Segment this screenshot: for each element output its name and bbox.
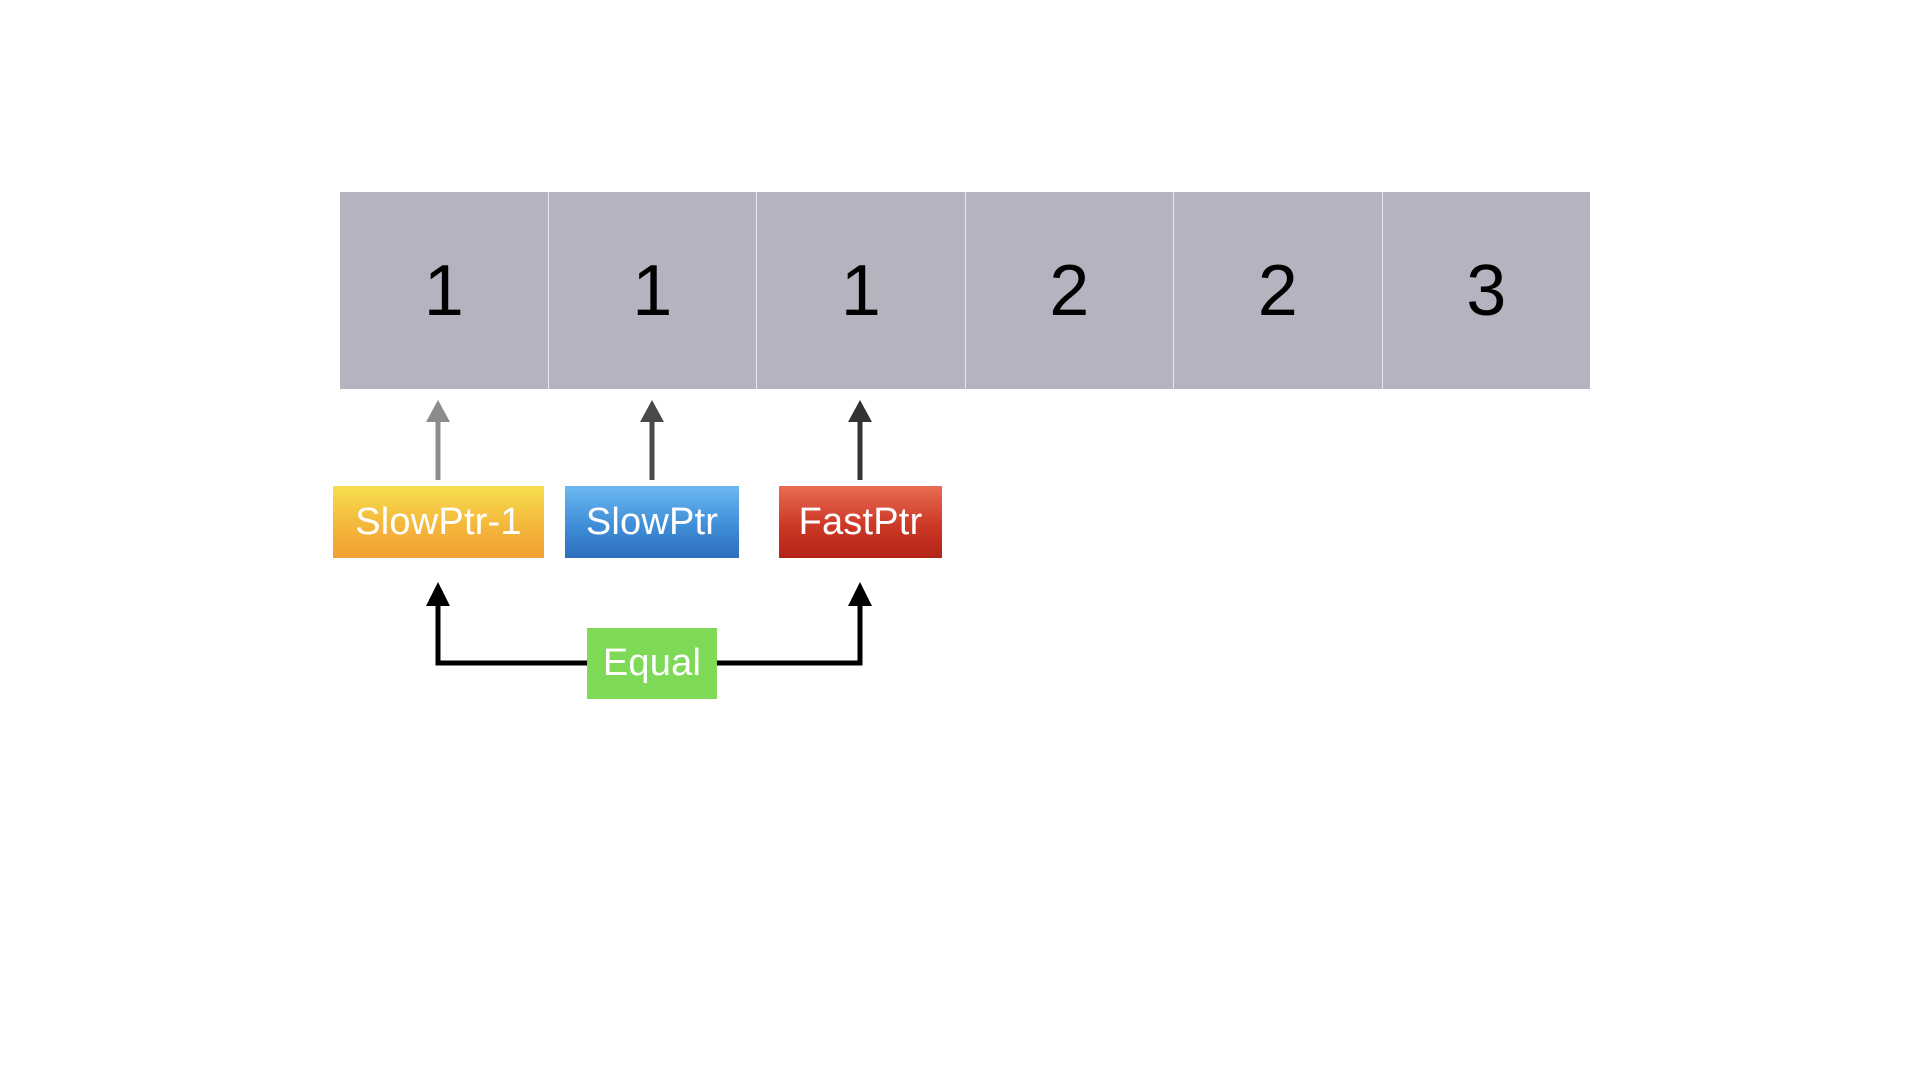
equal-label: Equal (587, 628, 717, 699)
arrow-slowptr (640, 400, 664, 480)
pointer-label-fastptr: FastPtr (779, 486, 942, 558)
arrow-fastptr (848, 400, 872, 480)
pointer-label-slowptr: SlowPtr (565, 486, 739, 558)
arrow-slowptr-minus-1 (426, 400, 450, 480)
connector-arrowhead-left (426, 582, 450, 606)
equal-connector (426, 582, 872, 666)
array-cell-3: 2 (965, 192, 1174, 389)
array-cell-1: 1 (548, 192, 757, 389)
array-cell-5: 3 (1382, 192, 1590, 389)
array-cell-0: 1 (340, 192, 549, 389)
array: 1 1 1 2 2 3 (340, 192, 1590, 389)
array-cell-4: 2 (1174, 192, 1383, 389)
connector-arrowhead-right (848, 582, 872, 606)
array-cell-2: 1 (757, 192, 966, 389)
pointer-label-slowptr-minus-1: SlowPtr-1 (333, 486, 544, 558)
